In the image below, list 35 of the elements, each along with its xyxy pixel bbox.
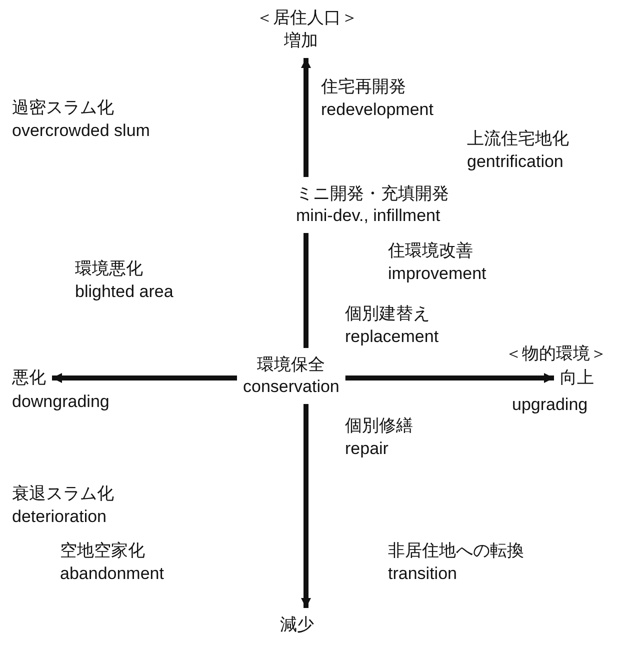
axis-arrow xyxy=(301,58,311,177)
category-label: 個別修繕 xyxy=(345,415,413,437)
category-label: overcrowded slum xyxy=(12,120,150,142)
category-label: deterioration xyxy=(12,506,107,528)
axis-arrow xyxy=(301,404,311,608)
category-label: 過密スラム化 xyxy=(12,97,114,119)
category-label: 個別建替え xyxy=(345,303,430,325)
axis-category-label: ミニ開発・充填開発 mini-dev., infillment xyxy=(296,183,449,227)
translation-label: downgrading xyxy=(12,391,110,413)
category-label: 環境悪化 xyxy=(75,258,143,280)
axis-end-label: 悪化 xyxy=(12,367,46,389)
translation-label: upgrading xyxy=(512,394,588,416)
category-label: redevelopment xyxy=(321,99,434,121)
category-label: improvement xyxy=(388,263,486,285)
category-label: transition xyxy=(388,563,457,585)
axis-end-label: 向上 xyxy=(560,367,594,389)
category-label: 上流住宅地化 xyxy=(467,128,569,150)
category-label: 衰退スラム化 xyxy=(12,483,114,505)
category-label: repair xyxy=(345,438,388,460)
category-label: 非居住地への転換 xyxy=(388,540,524,562)
category-label: abandonment xyxy=(60,563,164,585)
axis-end-label: 増加 xyxy=(284,30,318,52)
category-label: replacement xyxy=(345,326,439,348)
category-label: blighted area xyxy=(75,281,174,303)
center-label: 環境保全 conservation xyxy=(243,354,340,398)
category-label: 空地空家化 xyxy=(60,540,145,562)
category-label: 住環境改善 xyxy=(388,240,473,262)
axis-title: ＜居住人口＞ xyxy=(256,7,358,29)
axis-end-label: 減少 xyxy=(280,614,314,636)
axis-title: ＜物的環境＞ xyxy=(505,343,607,365)
axis-arrow xyxy=(52,373,237,383)
axis-line xyxy=(304,233,308,348)
axis-arrow xyxy=(345,373,554,383)
category-label: 住宅再開発 xyxy=(321,76,406,98)
category-label: gentrification xyxy=(467,151,564,173)
